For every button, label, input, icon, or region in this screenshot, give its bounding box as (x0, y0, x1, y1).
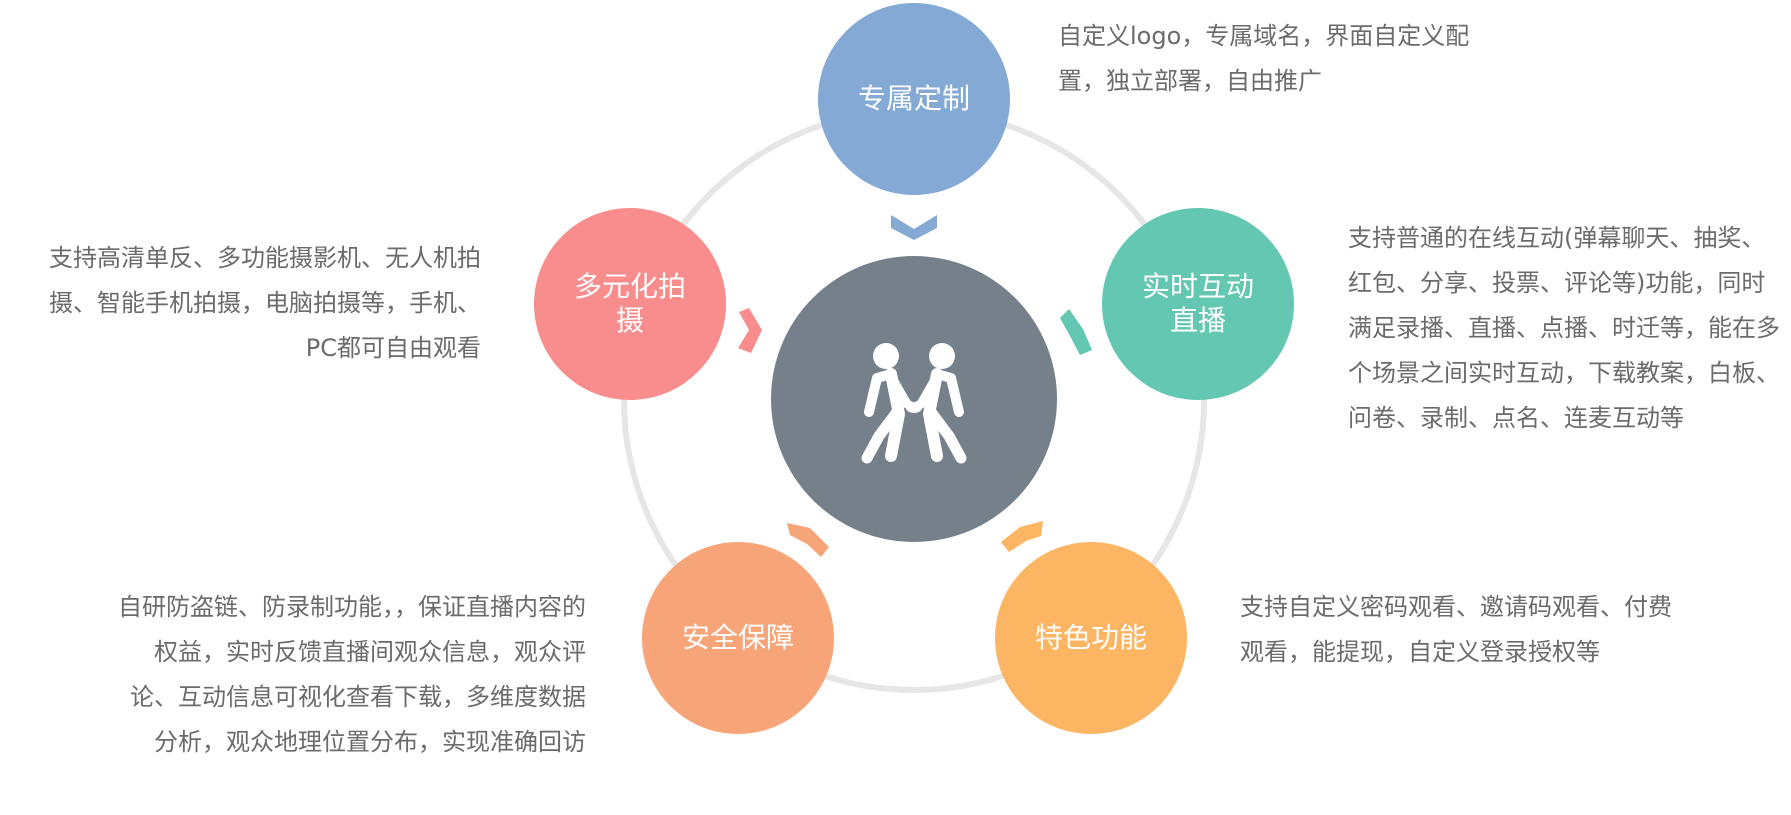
description-feature: 支持自定义密码观看、邀请码观看、付费观看，能提现，自定义登录授权等 (1240, 593, 1672, 666)
node-shooting-label: 多元化拍摄 (573, 270, 686, 337)
node-live: 实时互动直播 (1102, 208, 1294, 400)
node-security: 安全保障 (642, 542, 834, 734)
node-feature: 特色功能 (995, 542, 1187, 734)
two-people-shaking-hands-icon (861, 343, 967, 464)
node-security-label: 安全保障 (681, 621, 794, 654)
arrow-to-hub-from-feature (1001, 521, 1043, 552)
arrow-to-hub-from-shooting (738, 308, 762, 353)
center-hub (771, 256, 1057, 542)
arrow-to-hub-from-security (787, 523, 829, 557)
description-custom: 自定义logo，专属域名，界面自定义配置，独立部署，自由推广 (1058, 22, 1470, 95)
arrow-to-hub-from-custom (891, 215, 937, 240)
node-live-label: 实时互动直播 (1141, 270, 1254, 337)
arrow-to-hub-from-live (1060, 309, 1092, 355)
description-shooting: 支持高清单反、多功能摄影机、无人机拍摄、智能手机拍摄，电脑拍摄等，手机、PC都可… (49, 244, 481, 362)
node-shooting: 多元化拍摄 (534, 208, 726, 400)
description-live: 支持普通的在线互动(弹幕聊天、抽奖、红包、分享、投票、评论等)功能，同时满足录播… (1348, 224, 1780, 432)
node-feature-label: 特色功能 (1034, 621, 1147, 654)
description-security: 自研防盗链、防录制功能，，保证直播内容的权益，实时反馈直播间观众信息，观众评论、… (118, 593, 586, 756)
node-custom-label: 专属定制 (857, 82, 970, 115)
node-custom: 专属定制 (818, 3, 1010, 195)
